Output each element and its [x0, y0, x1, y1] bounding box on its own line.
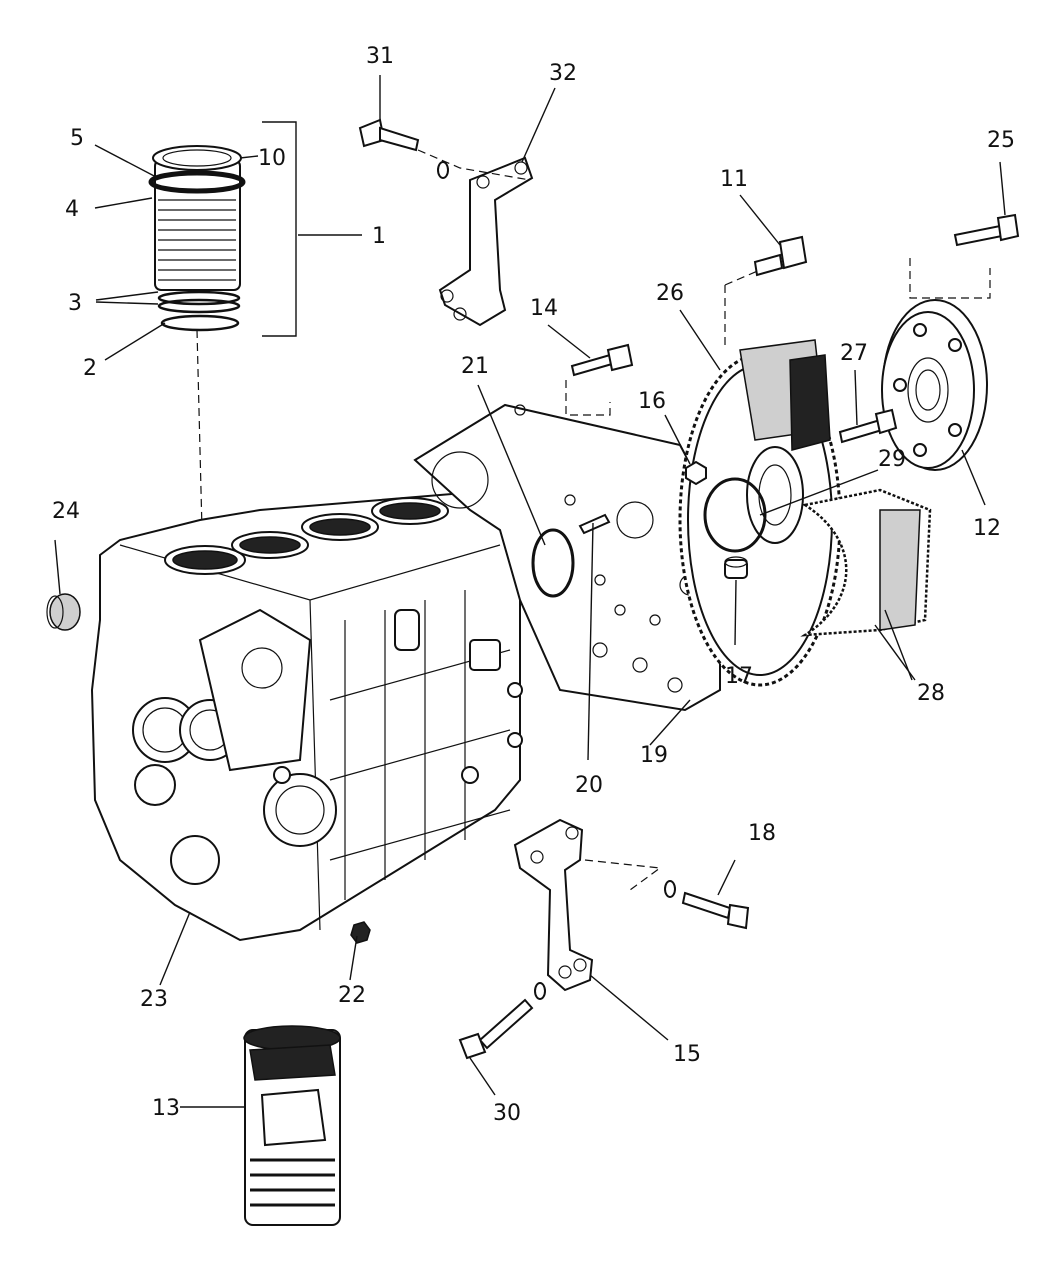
dowel-pin — [578, 513, 611, 535]
flywheel-bolt — [724, 235, 808, 350]
callout-23: 23 — [140, 987, 168, 1012]
callout-20: 20 — [575, 773, 603, 798]
callout-26: 26 — [656, 281, 684, 306]
callout-13: 13 — [152, 1096, 180, 1121]
sealing-ring-upper — [157, 290, 241, 306]
engine-block — [90, 488, 523, 942]
callout-21: 21 — [461, 354, 489, 379]
callout-24: 24 — [52, 499, 80, 524]
callout-14: 14 — [530, 296, 558, 321]
bracket-bolt-31 — [358, 118, 531, 181]
sealing-ring-lower — [157, 298, 241, 314]
flywheel — [678, 339, 842, 687]
pilot-bushing — [724, 556, 748, 579]
callout-12: 12 — [973, 516, 1001, 541]
callout-2: 2 — [83, 356, 97, 381]
ring-gear — [801, 488, 932, 637]
bracket-bolt-18 — [584, 859, 750, 930]
callout-30: 30 — [493, 1101, 521, 1126]
callout-18: 18 — [748, 821, 776, 846]
callout-11: 11 — [720, 167, 748, 192]
liner-kit-bracket — [262, 121, 297, 337]
callout-4: 4 — [65, 197, 79, 222]
leader-lines — [54, 75, 1006, 1108]
callout-16: 16 — [638, 389, 666, 414]
callout-3: 3 — [68, 291, 82, 316]
callout-1: 1 — [372, 224, 386, 249]
bolt-14 — [565, 343, 634, 416]
cup-plug — [46, 593, 81, 631]
callout-25: 25 — [987, 128, 1015, 153]
callout-15: 15 — [673, 1042, 701, 1067]
callout-27: 27 — [840, 341, 868, 366]
callout-10: 10 — [258, 146, 286, 171]
drain-plug — [350, 921, 371, 944]
upper-mounting-bracket — [438, 156, 534, 327]
callout-31: 31 — [366, 44, 394, 69]
callout-17: 17 — [725, 664, 753, 689]
callout-22: 22 — [338, 983, 366, 1008]
flywheel-nut — [685, 460, 707, 486]
callout-28: 28 — [917, 681, 945, 706]
callout-5: 5 — [70, 126, 84, 151]
lock-washer-30 — [534, 982, 546, 1000]
drive-plate — [881, 299, 988, 471]
bracket-bolt-30 — [458, 998, 534, 1060]
liner-o-ring — [160, 314, 240, 332]
callout-29: 29 — [878, 447, 906, 472]
piston — [243, 1025, 341, 1226]
callout-19: 19 — [640, 743, 668, 768]
ring-gear-bolt — [838, 408, 898, 444]
engine-rear-plate — [413, 403, 721, 712]
cylinder-liner — [148, 145, 246, 291]
flywheel-o-ring — [703, 477, 767, 553]
seal-ring — [531, 528, 575, 598]
callout-labels: 5 10 4 1 3 2 31 32 11 25 26 14 21 27 16 … — [52, 44, 1015, 1126]
drive-plate-bolt — [909, 213, 1020, 299]
lock-washer-31 — [437, 161, 449, 179]
callout-32: 32 — [549, 61, 577, 86]
lower-mounting-bracket — [513, 818, 594, 992]
lock-washer-18 — [664, 880, 676, 898]
